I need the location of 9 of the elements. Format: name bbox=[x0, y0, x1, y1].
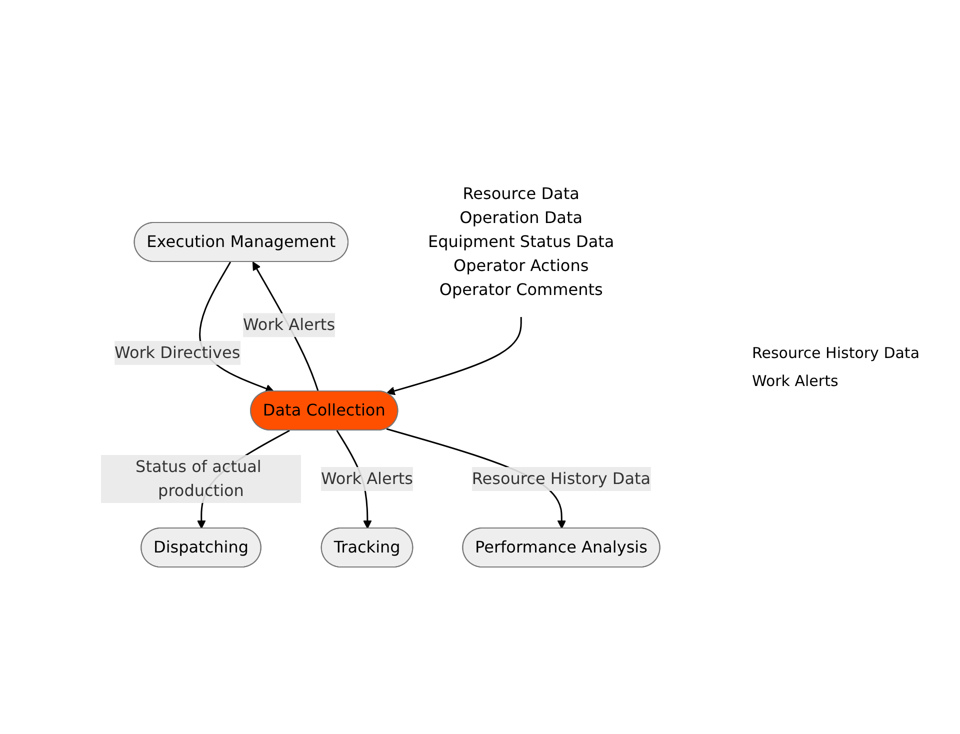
arrow bbox=[386, 317, 522, 396]
note-text: Work Alerts bbox=[752, 372, 840, 390]
node-text: Resource Data Operation Data Equipment Status Data Operator Actions Operator Comments bbox=[428, 184, 614, 299]
edge-label: Work Alerts bbox=[242, 315, 335, 334]
edge-label: Work Alerts bbox=[320, 468, 413, 488]
edge-label: Work Directives bbox=[114, 342, 240, 362]
edge-label: Status of actual production bbox=[135, 456, 261, 500]
edge-label: Resource History Data bbox=[472, 468, 650, 488]
note-text: Resource History Data bbox=[752, 344, 921, 362]
